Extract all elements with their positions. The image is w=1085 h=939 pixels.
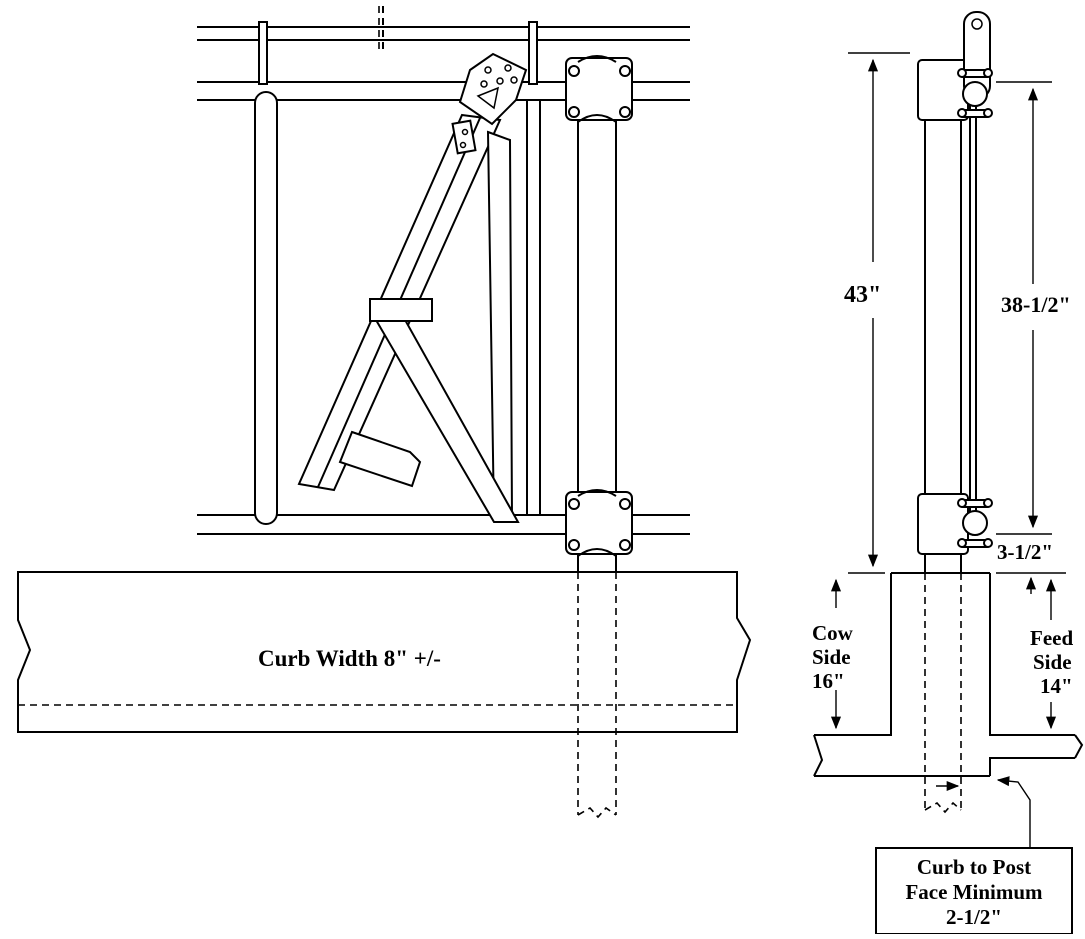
frame-left-pipe [254, 91, 278, 525]
headlock-lever [297, 52, 528, 523]
lower-hinge [957, 498, 993, 548]
cow-side-label-2: Side [812, 645, 851, 669]
feed-side-dimension: Feed Side 14" [1030, 578, 1073, 730]
callout-line-2: Face Minimum [905, 880, 1043, 904]
feed-side-label-1: Feed [1030, 626, 1073, 650]
dim-43-label: 43" [844, 282, 881, 308]
callout-line-3: 2-1/2" [946, 905, 1002, 929]
curb-to-post-indicator [936, 776, 1031, 848]
curb-width-label: Curb Width 8" +/- [258, 646, 441, 671]
dim-3-5-label: 3-1/2" [997, 540, 1053, 564]
curb-to-post-callout: Curb to Post Face Minimum 2-1/2" [875, 847, 1073, 935]
side-post [917, 11, 993, 814]
upper-hinge [957, 68, 993, 118]
side-curb [813, 572, 1084, 777]
feed-side-label-3: 14" [1040, 674, 1073, 698]
dim-38-5-label: 38-1/2" [1001, 292, 1071, 317]
feed-side-label-2: Side [1033, 650, 1072, 674]
cow-side-label-3: 16" [812, 669, 845, 693]
cow-side-label-1: Cow [812, 621, 854, 645]
post [565, 55, 633, 819]
side-view: 43" 38-1/2" 3-1/2" Cow Side 16" [812, 11, 1084, 935]
callout-line-1: Curb to Post [917, 855, 1031, 879]
cow-side-dimension: Cow Side 16" [812, 578, 854, 730]
dimension-38-5: 38-1/2" [996, 81, 1071, 535]
dimension-3-5: 3-1/2" [996, 540, 1066, 594]
dimension-43: 43" [844, 52, 910, 574]
front-view: Curb Width 8" +/- [17, 6, 752, 819]
curb: Curb Width 8" +/- [17, 571, 752, 733]
